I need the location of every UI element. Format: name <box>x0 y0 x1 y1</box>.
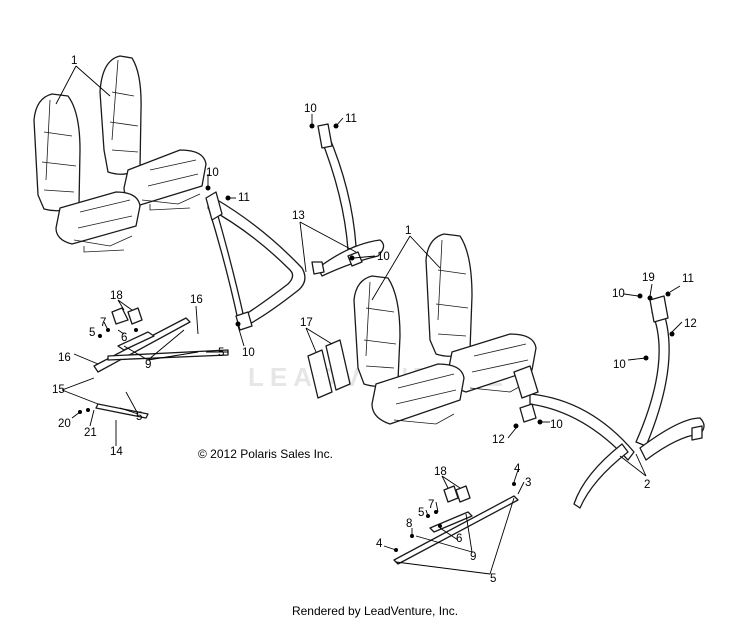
seat-rail-left <box>93 307 229 419</box>
footer-text: Rendered by LeadVenture, Inc. <box>291 604 459 618</box>
callout-4: 4 <box>376 538 383 550</box>
callout-8: 8 <box>406 518 412 530</box>
callout-10: 10 <box>613 359 626 371</box>
callout-4: 4 <box>514 463 521 475</box>
callout-12: 12 <box>684 318 697 330</box>
callout-10: 10 <box>377 251 390 263</box>
callout-labels: 1 10 11 10 11 13 1 10 10 19 11 12 10 18 … <box>52 55 697 585</box>
leader-lines <box>55 65 683 575</box>
callout-18: 18 <box>110 290 123 302</box>
callout-5: 5 <box>418 507 424 519</box>
callout-2: 2 <box>644 479 650 491</box>
callout-9: 9 <box>145 359 151 371</box>
seat-front-left-rear <box>99 55 207 211</box>
callout-1: 1 <box>405 225 411 237</box>
callout-12: 12 <box>492 434 505 446</box>
callout-20: 20 <box>58 418 71 430</box>
callout-16: 16 <box>58 352 71 364</box>
callout-5: 5 <box>218 347 224 359</box>
callout-19: 19 <box>642 272 655 284</box>
callout-3: 3 <box>525 477 531 489</box>
callout-17: 17 <box>300 317 313 329</box>
callout-5: 5 <box>136 411 142 423</box>
callout-10: 10 <box>304 103 317 115</box>
callout-13: 13 <box>292 210 305 222</box>
callout-14: 14 <box>110 446 123 458</box>
copyright-text: © 2012 Polaris Sales Inc. <box>198 447 333 461</box>
callout-10: 10 <box>612 288 625 300</box>
callout-18: 18 <box>434 466 447 478</box>
callout-7: 7 <box>428 499 434 511</box>
callout-5: 5 <box>89 327 95 339</box>
callout-10: 10 <box>206 167 219 179</box>
callout-9: 9 <box>470 551 476 563</box>
callout-11: 11 <box>238 192 250 204</box>
callout-15: 15 <box>52 384 65 396</box>
callout-7: 7 <box>100 317 106 329</box>
callout-16: 16 <box>190 294 203 306</box>
seat-covers <box>307 339 351 399</box>
callout-11: 11 <box>345 113 357 125</box>
seat-front-left-front <box>33 93 141 253</box>
callout-10: 10 <box>550 419 563 431</box>
callout-11: 11 <box>682 273 694 285</box>
callout-5: 5 <box>490 573 496 585</box>
seat-belt-right <box>513 295 705 509</box>
seat-right-front <box>353 275 465 425</box>
callout-1: 1 <box>71 55 77 67</box>
callout-6: 6 <box>121 332 127 344</box>
seat-right-rear <box>425 233 537 393</box>
callout-21: 21 <box>84 427 97 439</box>
seat-rail-bottom <box>393 485 519 565</box>
callout-10: 10 <box>242 347 255 359</box>
callout-6: 6 <box>456 533 462 545</box>
